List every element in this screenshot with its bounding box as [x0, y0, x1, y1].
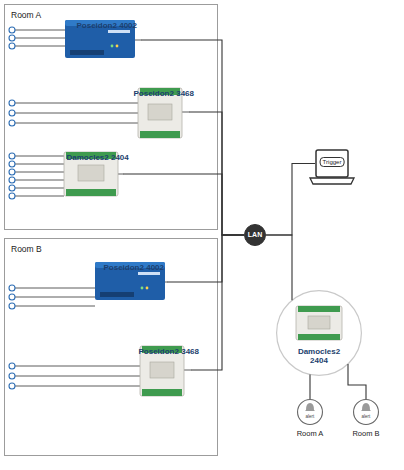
input-wires — [15, 30, 192, 386]
network-link — [309, 374, 310, 399]
input-terminals — [9, 27, 15, 389]
alert-siren: alertRoom A — [297, 399, 323, 425]
device-node: Poseidon2 4002 — [62, 16, 142, 88]
network-link — [168, 235, 245, 282]
room-caption: Room A — [297, 429, 324, 438]
device-node: Damocles2 2404 — [60, 148, 124, 218]
bell-icon — [305, 403, 371, 411]
device-node: Poseidon2 3468 — [128, 84, 190, 160]
damocles-2404-device — [296, 306, 342, 340]
device-label: Poseidon2 4002 — [104, 263, 154, 330]
room-label: Room B — [11, 244, 42, 254]
node-outline — [353, 399, 379, 425]
alert-siren: alertRoom B — [353, 399, 379, 425]
device-label: Poseidon2 3468 — [139, 347, 189, 418]
hub-label: LAN — [244, 224, 266, 246]
trigger-laptop: Trigger — [315, 149, 349, 178]
device-node: Poseidon2 3468 — [136, 342, 192, 418]
device-node: Poseidon2 4002 — [90, 258, 168, 330]
network-link — [190, 112, 245, 235]
device-label: Poseidon2 3468 — [134, 89, 184, 160]
alert-label: alert — [297, 414, 323, 419]
device-label: Damocles2 2404 — [67, 153, 117, 218]
alarm-controller: Damocles2 2404 — [276, 290, 362, 376]
room-caption: Room B — [352, 429, 379, 438]
network-link — [266, 164, 315, 236]
room-zone: Room B Poseidon2 4002Poseidon2 3468 — [4, 238, 218, 456]
trigger-label: Trigger — [320, 157, 345, 167]
alert-label: alert — [353, 414, 379, 419]
room-label: Room A — [11, 10, 41, 20]
device-label: Damocles2 2404 — [294, 347, 344, 365]
network-link — [124, 174, 245, 235]
network-link — [348, 364, 366, 399]
lan-hub: LAN — [244, 224, 266, 246]
node-outline — [297, 399, 323, 425]
network-link — [142, 40, 245, 235]
device-label: Poseidon2 4002 — [77, 21, 127, 88]
room-zone: Room A Poseidon2 4002Poseidon2 3468Damocl… — [4, 4, 218, 230]
network-link — [266, 235, 292, 300]
laptop-icon — [310, 150, 354, 184]
